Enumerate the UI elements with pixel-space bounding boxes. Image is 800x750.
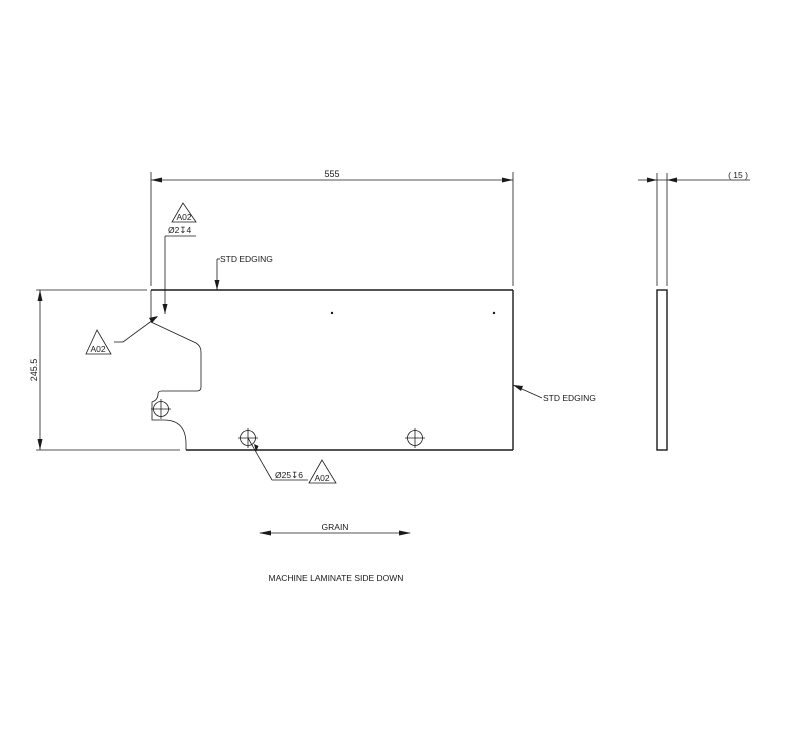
bore-hole-tag: A02 bbox=[314, 473, 329, 483]
grain-label: GRAIN bbox=[322, 522, 349, 532]
height-value: 245.5 bbox=[29, 359, 39, 382]
thickness-value: ( 15 ) bbox=[728, 170, 748, 180]
width-dimension: 555 bbox=[150, 169, 514, 286]
revision-triangle-a02 bbox=[308, 459, 337, 484]
right-edging-callout: STD EDGING bbox=[512, 384, 596, 403]
pilot-hole-callout: A02 Ø2↧4 bbox=[162, 202, 197, 314]
profile-callout: A02 bbox=[85, 316, 158, 355]
profile-tag: A02 bbox=[90, 344, 105, 354]
pilot-point-1 bbox=[330, 311, 334, 315]
side-view: ( 15 ) bbox=[638, 170, 750, 451]
pilot-point-2 bbox=[492, 311, 496, 315]
machining-note: MACHINE LAMINATE SIDE DOWN bbox=[269, 573, 404, 583]
grain-arrow-right-icon bbox=[399, 530, 411, 536]
height-dimension: 245.5 bbox=[29, 289, 180, 451]
grain-arrow-left-icon bbox=[259, 530, 271, 536]
panel-outline bbox=[150, 289, 514, 451]
pilot-hole-tag: A02 bbox=[176, 212, 191, 222]
grain-indicator: GRAIN bbox=[259, 522, 411, 536]
left-hole bbox=[151, 399, 171, 419]
revision-triangle-a02 bbox=[85, 329, 112, 355]
bore-hole-spec: Ø25↧6 bbox=[275, 470, 303, 480]
top-edging-label: STD EDGING bbox=[220, 254, 273, 264]
pilot-hole-spec: Ø2↧4 bbox=[168, 225, 191, 235]
side-profile bbox=[656, 289, 668, 451]
bore-hole-2 bbox=[405, 428, 425, 448]
revision-triangle-a02 bbox=[171, 202, 197, 223]
width-value: 555 bbox=[324, 169, 339, 179]
top-edging-callout: STD EDGING bbox=[214, 254, 273, 290]
right-edging-label: STD EDGING bbox=[543, 393, 596, 403]
bore-hole-callout: Ø25↧6 A02 bbox=[247, 437, 337, 484]
